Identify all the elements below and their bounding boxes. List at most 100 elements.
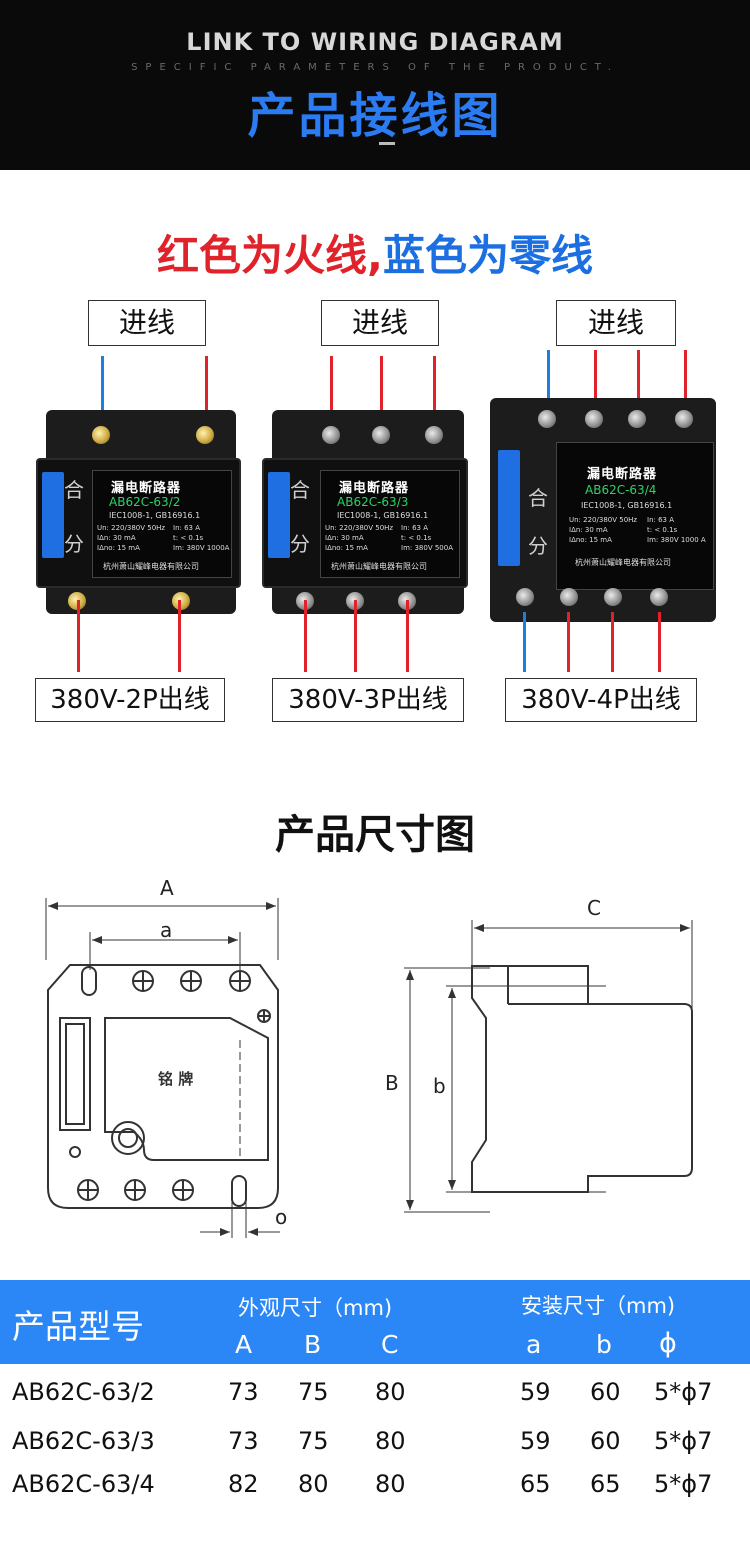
input-label-3p: 进线 — [321, 300, 439, 346]
plate-company: 杭州萧山耀峰电器有限公司 — [331, 562, 427, 571]
side-view-drawing — [404, 920, 693, 1213]
table-cell-C: 80 — [375, 1378, 406, 1406]
th-col-phi: ϕ — [659, 1328, 677, 1359]
terminal-screw-icon — [196, 426, 214, 444]
th-col-A: A — [235, 1330, 253, 1359]
plate-model: AB62C-63/2 — [109, 495, 181, 509]
plate-spec-left: Un: 220/380V 50Hz IΔn: 30 mA IΔno: 15 mA — [325, 524, 394, 552]
dim-label-a: a — [160, 918, 173, 942]
neutral-wire-out — [523, 612, 526, 672]
live-wire-out — [611, 612, 614, 672]
plate-title: 漏电断路器 — [587, 467, 658, 482]
live-wire-out — [406, 600, 409, 672]
neutral-wire-in — [547, 350, 550, 426]
th-col-b: b — [596, 1330, 612, 1359]
output-label-3p: 380V-3P出线 — [272, 678, 464, 722]
switch-lever — [42, 472, 64, 558]
output-label-2p: 380V-2P出线 — [35, 678, 225, 722]
switch-lever — [498, 450, 520, 566]
table-cell-b: 60 — [590, 1378, 621, 1406]
switch-on-text: 合 — [64, 478, 84, 502]
wire-color-title: 红色为火线,蓝色为零线 — [0, 222, 750, 283]
table-cell-A: 82 — [228, 1470, 259, 1498]
table-cell-B: 75 — [298, 1378, 329, 1406]
table-header — [0, 1280, 750, 1364]
input-label-2p: 进线 — [88, 300, 206, 346]
table-cell-a: 59 — [520, 1378, 551, 1406]
plate-standard: IEC1008-1, GB16916.1 — [337, 511, 429, 520]
terminal-screw-icon — [650, 588, 668, 606]
output-label-4p: 380V-4P出线 — [505, 678, 697, 722]
table-cell-A: 73 — [228, 1378, 259, 1406]
live-wire-out — [658, 612, 661, 672]
terminal-screw-icon — [560, 588, 578, 606]
terminal-screw-icon — [92, 426, 110, 444]
header-divider — [379, 142, 395, 145]
th-col-B: B — [304, 1330, 322, 1359]
front-view-drawing — [45, 898, 280, 1238]
plate-title: 漏电断路器 — [339, 481, 410, 496]
th-col-C: C — [381, 1330, 399, 1359]
plate-model: AB62C-63/4 — [585, 483, 657, 497]
table-cell-b: 60 — [590, 1427, 621, 1455]
th-install-size: 安装尺寸（mm) — [521, 1294, 676, 1318]
nameplate: 漏电断路器 AB62C-63/4 IEC1008-1, GB16916.1 Un… — [556, 442, 714, 590]
dim-label-B: B — [385, 1071, 399, 1095]
terminal-screw-icon — [585, 410, 603, 428]
live-wire-out — [354, 600, 357, 672]
terminal-screw-icon — [172, 592, 190, 610]
input-label-4p: 进线 — [556, 300, 676, 346]
terminal-screw-icon — [675, 410, 693, 428]
dimension-title: 产品尺寸图 — [275, 812, 475, 858]
th-col-a: a — [526, 1330, 542, 1359]
plate-model: AB62C-63/3 — [337, 495, 409, 509]
live-wire-in — [637, 350, 640, 426]
terminal-screw-icon — [322, 426, 340, 444]
breaker-3p: 合 分 漏电断路器 AB62C-63/3 IEC1008-1, GB16916.… — [262, 410, 474, 614]
table-cell-B: 75 — [298, 1427, 329, 1455]
switch-off-text: 分 — [290, 532, 310, 556]
table-row-model: AB62C-63/3 — [12, 1427, 155, 1455]
live-wire-out — [567, 612, 570, 672]
terminal-screw-icon — [628, 410, 646, 428]
live-wire-out — [178, 600, 181, 672]
switch-off-text: 分 — [64, 532, 84, 556]
table-cell-C: 80 — [375, 1470, 406, 1498]
plate-standard: IEC1008-1, GB16916.1 — [581, 501, 673, 510]
breaker-2p: 合 分 漏电断路器 AB62C-63/2 IEC1008-1, GB16916.… — [36, 410, 246, 614]
terminal-screw-icon — [372, 426, 390, 444]
table-cell-a: 59 — [520, 1427, 551, 1455]
plate-company: 杭州萧山耀峰电器有限公司 — [103, 562, 199, 571]
table-cell-B: 80 — [298, 1470, 329, 1498]
plate-spec-right: In: 63 A t: < 0.1s Im: 380V 500A — [401, 524, 453, 552]
live-wire-out — [77, 600, 80, 672]
neutral-wire-note: 蓝色为零线 — [382, 231, 593, 280]
table-cell-phi: 5*ϕ7 — [654, 1378, 713, 1406]
terminal-screw-icon — [604, 588, 622, 606]
live-wire-in — [684, 350, 687, 426]
table-cell-phi: 5*ϕ7 — [654, 1427, 713, 1455]
nameplate-text: 铭 牌 — [158, 1070, 194, 1088]
terminal-screw-icon — [425, 426, 443, 444]
live-wire-in — [433, 356, 436, 436]
live-wire-out — [304, 600, 307, 672]
table-row-model: AB62C-63/2 — [12, 1378, 155, 1406]
plate-spec-right: In: 63 A t: < 0.1s Im: 380V 1000 A — [647, 516, 706, 544]
terminal-screw-icon — [516, 588, 534, 606]
dim-label-C: C — [587, 896, 601, 920]
dim-label-A: A — [160, 876, 174, 900]
table-cell-A: 73 — [228, 1427, 259, 1455]
table-cell-b: 65 — [590, 1470, 621, 1498]
neutral-wire-in — [101, 356, 104, 436]
switch-lever — [268, 472, 290, 558]
dim-label-o: o — [275, 1205, 288, 1229]
plate-title: 漏电断路器 — [111, 481, 182, 496]
header-title-en: LINK TO WIRING DIAGRAM — [186, 28, 564, 56]
table-row-model: AB62C-63/4 — [12, 1470, 155, 1498]
th-model: 产品型号 — [12, 1307, 144, 1346]
breaker-4p: 合 分 漏电断路器 AB62C-63/4 IEC1008-1, GB16916.… — [490, 398, 716, 622]
switch-off-text: 分 — [528, 534, 548, 558]
nameplate: 漏电断路器 AB62C-63/2 IEC1008-1, GB16916.1 Un… — [92, 470, 232, 578]
live-wire-in — [594, 350, 597, 426]
live-wire-note: 红色为火线, — [157, 231, 383, 280]
